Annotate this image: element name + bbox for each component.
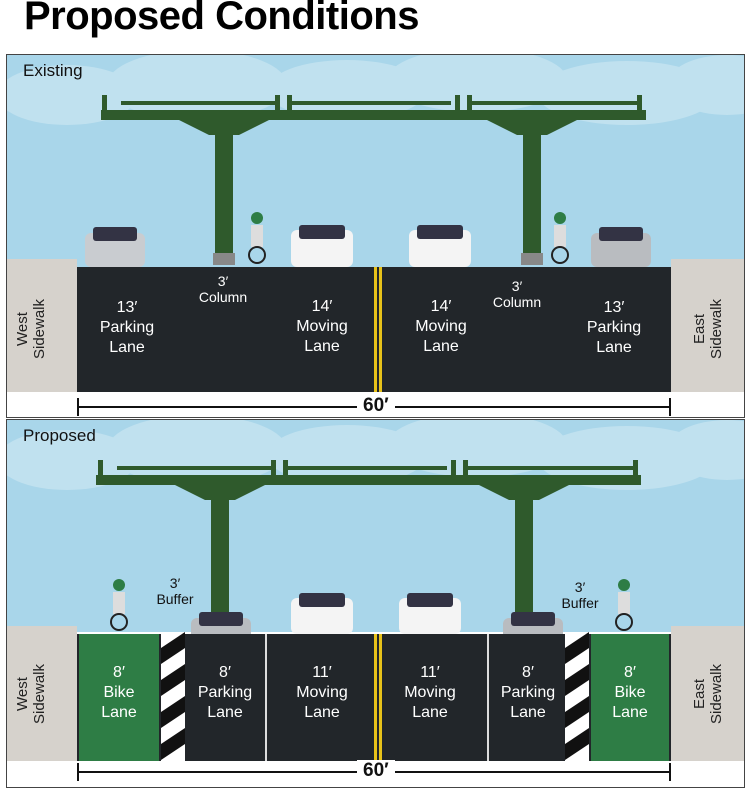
proposed-vehicles xyxy=(191,593,563,654)
proposed-label: Proposed xyxy=(23,426,96,445)
proposed-buffer-right-label: 3′Buffer xyxy=(561,579,599,611)
proposed-total-width: 60′ xyxy=(357,760,395,782)
proposed-illustration xyxy=(7,420,744,787)
bike-lane-east xyxy=(591,634,669,761)
clouds xyxy=(7,55,744,125)
buffer-west xyxy=(161,632,185,761)
bike-lane-west xyxy=(79,634,159,761)
buffer-east xyxy=(565,632,589,761)
existing-label: Existing xyxy=(23,61,83,80)
existing-illustration xyxy=(7,55,744,417)
existing-cyclists xyxy=(248,212,569,264)
existing-total-width: 60′ xyxy=(357,395,395,417)
center-line xyxy=(374,634,377,761)
existing-column-right-label: 3′Column xyxy=(492,278,542,310)
page-title: Proposed Conditions xyxy=(24,0,419,38)
existing-vehicles xyxy=(85,225,651,267)
proposed-cyclists xyxy=(110,579,633,631)
elevated-structure xyxy=(96,460,641,620)
east-sidewalk xyxy=(671,626,744,761)
elevated-structure xyxy=(101,95,646,255)
west-sidewalk xyxy=(7,626,77,761)
center-line xyxy=(374,267,377,392)
east-sidewalk xyxy=(671,259,744,392)
proposed-buffer-left-label: 3′Buffer xyxy=(156,575,194,607)
existing-column-left-label: 3′Column xyxy=(198,273,248,305)
west-sidewalk xyxy=(7,259,77,392)
